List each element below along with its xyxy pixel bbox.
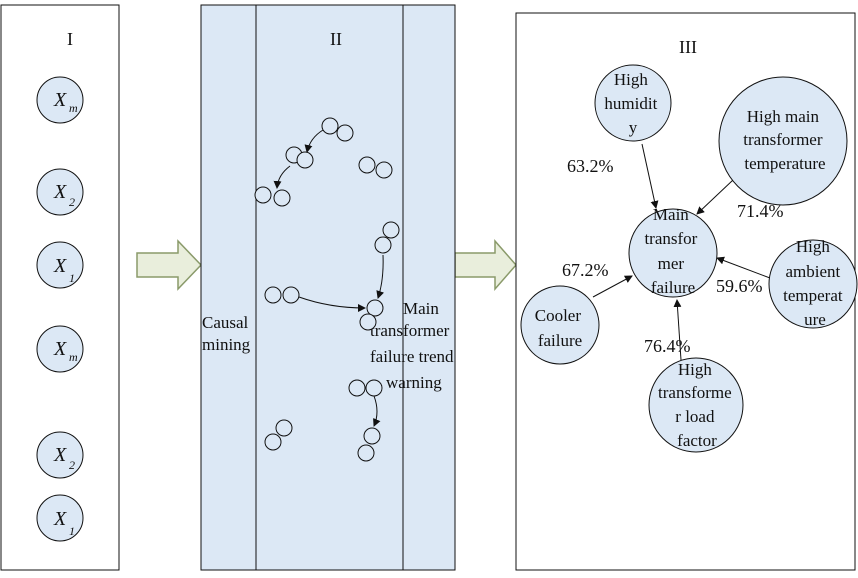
svg-text:m: m <box>69 350 78 364</box>
node-center: Main transfor mer failure <box>628 205 718 298</box>
pct-ambient: 59.6% <box>716 276 763 296</box>
variable-node: X 2 <box>36 168 84 216</box>
svg-text:1: 1 <box>69 271 75 285</box>
panel-3-label: III <box>679 37 697 57</box>
svg-text:2: 2 <box>69 458 75 472</box>
svg-text:High main transformer: High main transformer temperature <box>743 107 827 173</box>
svg-text:High transforme r: High transforme r load factor <box>658 360 736 450</box>
flow-arrow-2 <box>454 239 517 291</box>
variable-node: X 2 <box>36 431 84 479</box>
svg-text:High ambient tempe: High ambient temperat ure <box>783 237 847 329</box>
svg-text:X: X <box>53 255 67 277</box>
flow-arrow-1 <box>136 239 203 291</box>
pct-humidity: 63.2% <box>567 156 614 176</box>
warning-label: Main transformer failure trend warning <box>370 299 458 392</box>
node-cooler: Cooler failure <box>520 285 600 365</box>
svg-text:Cooler failure: Cooler failure <box>535 306 586 350</box>
panel-1-label: I <box>67 29 73 49</box>
small-edges <box>273 129 385 427</box>
variable-node: X m <box>36 325 84 373</box>
svg-text:X: X <box>53 89 67 111</box>
pct-load: 76.4% <box>644 336 691 356</box>
svg-text:X: X <box>53 181 67 203</box>
svg-text:1: 1 <box>69 524 75 538</box>
svg-text:X: X <box>53 444 67 466</box>
pct-main-temp: 71.4% <box>737 201 784 221</box>
svg-text:High humidit y: High humidit y <box>604 70 661 137</box>
svg-text:X: X <box>53 508 67 530</box>
node-ambient: High ambient temperat ure <box>768 237 858 329</box>
svg-text:Main transfor mer: Main transfor mer failure <box>644 205 701 297</box>
svg-text:X: X <box>53 338 67 360</box>
svg-text:m: m <box>69 101 78 115</box>
variable-node: X 1 <box>36 494 84 542</box>
causal-edges <box>592 143 771 361</box>
svg-text:2: 2 <box>69 195 75 209</box>
variable-node: X m <box>36 76 84 124</box>
pct-cooler: 67.2% <box>562 260 609 280</box>
node-main-temp: High main transformer temperature <box>718 76 848 206</box>
node-load: High transforme r load factor <box>648 357 744 453</box>
variable-node: X 1 <box>36 241 84 289</box>
panel-2-label: II <box>330 29 342 49</box>
node-humidity: High humidit y <box>594 64 672 142</box>
panel-2 <box>200 4 456 571</box>
small-nodes <box>254 117 400 462</box>
causal-mining-label: Causal mining <box>202 313 253 354</box>
